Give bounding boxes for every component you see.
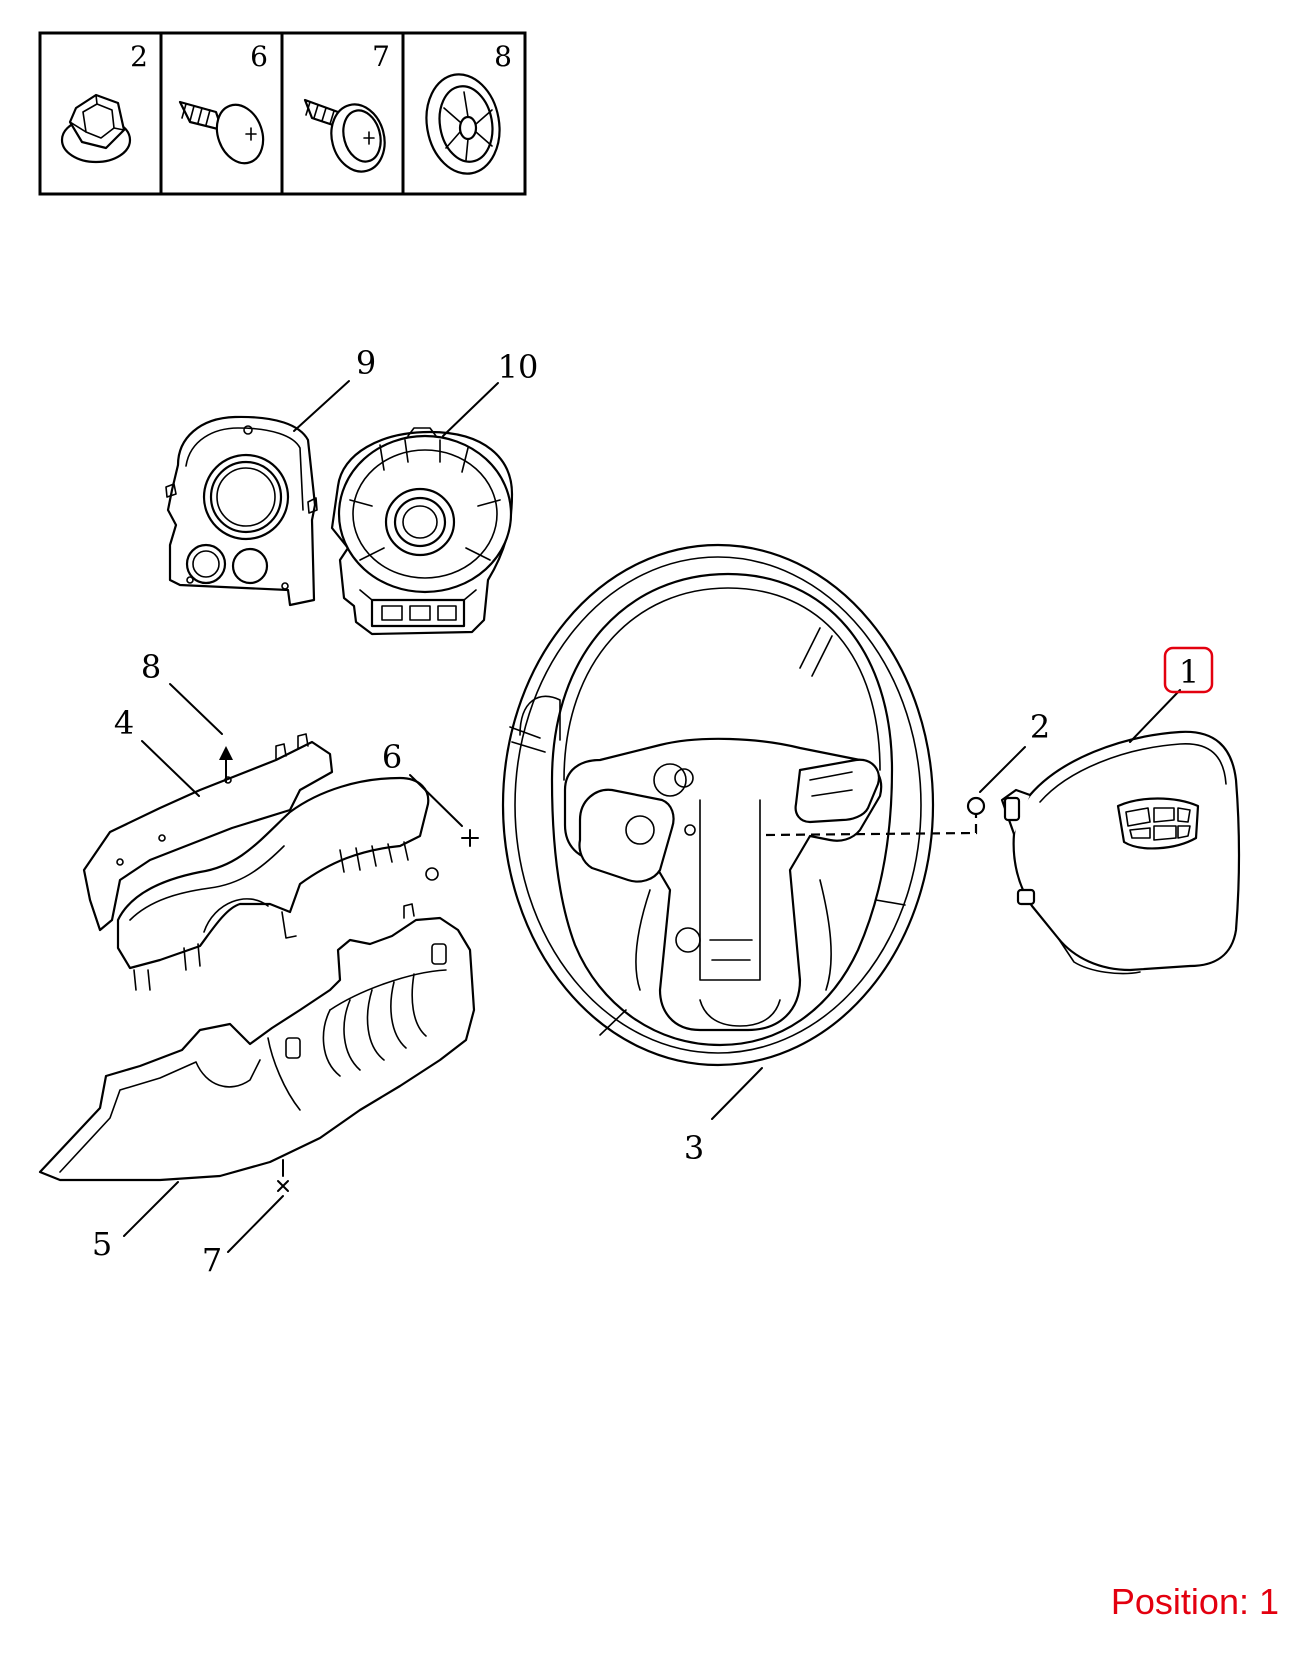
callout-2: 2 <box>1030 708 1050 746</box>
callout-1-highlight <box>1163 646 1214 694</box>
callout-9: 9 <box>356 344 376 382</box>
legend-number-7: 7 <box>372 40 390 73</box>
callout-10: 10 <box>498 348 539 386</box>
callout-8: 8 <box>141 648 161 686</box>
steering-wheel[interactable] <box>501 543 935 1067</box>
screw-6-marker-icon <box>461 829 479 847</box>
driver-airbag-module[interactable] <box>1000 730 1241 975</box>
pan-head-tapping-screw-icon <box>178 100 265 165</box>
callout-5: 5 <box>92 1225 112 1263</box>
legend-number-8: 8 <box>494 40 512 73</box>
push-clip-icon <box>425 73 501 175</box>
screw-7-marker-icon <box>277 1159 289 1192</box>
legend-number-6: 6 <box>250 40 268 73</box>
washer-head-screw-icon <box>303 98 386 173</box>
legend-cell-2[interactable]: 2 <box>60 40 148 164</box>
callout-7: 7 <box>202 1241 222 1279</box>
legend-number-2: 2 <box>130 40 148 73</box>
clip-8-arrow-icon <box>219 746 233 783</box>
callout-6: 6 <box>382 738 402 776</box>
legend-cell-7[interactable]: 7 <box>303 40 392 178</box>
callout-4: 4 <box>114 704 134 742</box>
upper-column-shroud[interactable] <box>82 733 439 991</box>
clock-spring[interactable] <box>330 427 514 636</box>
hex-flange-nut-icon <box>60 93 132 164</box>
callout-1: 1 <box>1179 653 1199 691</box>
callout-3: 3 <box>684 1129 704 1167</box>
brand-emblem-icon <box>1116 797 1200 850</box>
legend-cell-8[interactable]: 8 <box>419 40 512 179</box>
lower-column-shroud[interactable] <box>38 903 476 1182</box>
clockspring-bracket[interactable] <box>165 415 318 607</box>
fastener-legend: 2 6 7 <box>38 31 527 196</box>
airbag-nut[interactable] <box>966 796 986 816</box>
legend-cell-6[interactable]: 6 <box>178 40 271 170</box>
position-label: Position: 1 <box>1110 1581 1279 1622</box>
